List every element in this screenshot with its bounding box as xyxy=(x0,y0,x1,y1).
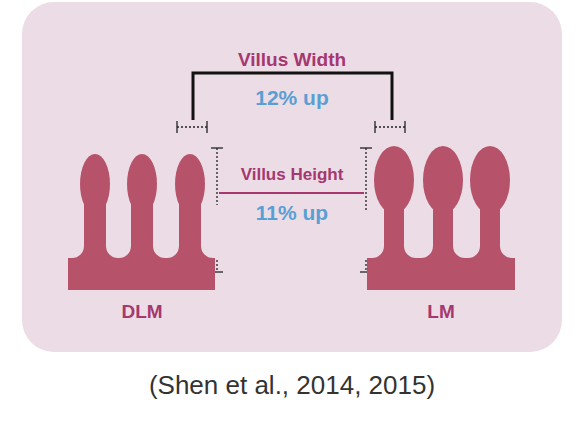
dimension-title: Villus Width xyxy=(238,49,346,71)
text-holder: Villus Width xyxy=(238,49,346,71)
text-holder: LM xyxy=(427,301,454,323)
width-bracket xyxy=(193,73,392,120)
text-holder: 11% up xyxy=(256,201,328,225)
width-markers xyxy=(177,121,405,133)
lm-villi xyxy=(350,146,534,290)
dimension-title: Villus Height xyxy=(241,165,344,185)
text-holder: (Shen et al., 2014, 2015) xyxy=(149,371,435,401)
height-line xyxy=(219,192,364,194)
text-holder: 12% up xyxy=(255,86,329,110)
change-value: 12% up xyxy=(255,86,329,110)
panel xyxy=(22,2,562,352)
group-label: DLM xyxy=(121,301,162,323)
text-holder: DLM xyxy=(121,301,162,323)
text-holder: Villus Height xyxy=(241,165,344,185)
group-label: LM xyxy=(427,301,454,323)
height-markers xyxy=(211,148,372,272)
caption: (Shen et al., 2014, 2015) xyxy=(149,371,435,401)
change-value: 11% up xyxy=(256,201,328,225)
dlm-villi xyxy=(50,154,235,290)
